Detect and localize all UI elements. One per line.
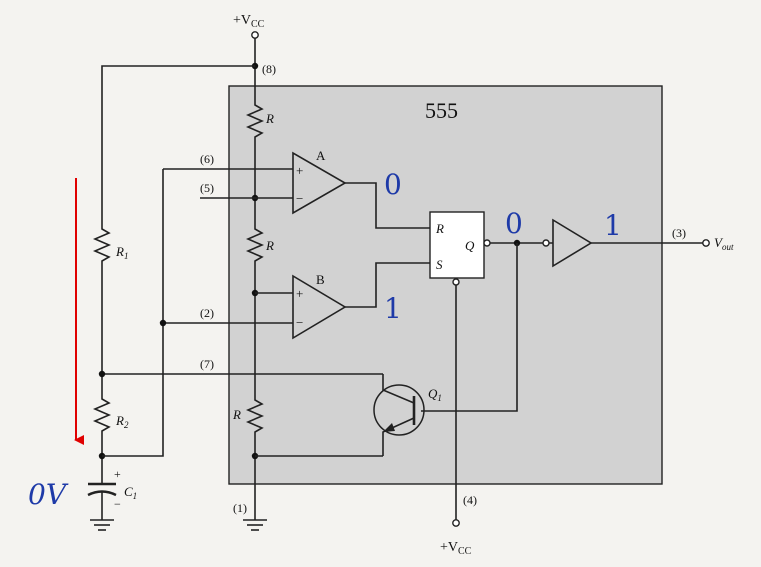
resistor-top-label: R [265,111,274,126]
resistor-r1-label: R1 [115,244,128,261]
resistor-bottom [245,395,265,436]
junction-threshold-trigger [159,319,167,327]
comparator-a-minus: − [296,191,303,206]
transistor-emitter-arrow [383,423,395,432]
capacitor-plus: + [114,467,121,481]
flip-flop-s: S [436,257,443,272]
capacitor-label: C1 [124,484,137,501]
capacitor-minus: − [114,497,121,511]
comparator-b-label: B [316,272,325,287]
ground-symbol-chip [243,519,267,531]
output-label: Vout [714,235,734,252]
pin-3-label: (3) [672,226,686,240]
pin-8-label: (8) [262,62,276,76]
comparator-b [292,274,347,340]
flip-flop-r: R [435,221,444,236]
chip-body [228,85,663,485]
resistor-r2-label: R2 [115,413,129,430]
annotation-comp-b-output: 1 [384,292,402,325]
resistor-top [245,96,265,146]
resistor-mid-label: R [265,238,274,253]
supply-top-terminal [251,31,259,39]
comparator-b-plus: + [296,286,303,301]
capacitor-c1 [87,482,117,497]
output-terminal [702,239,710,247]
inverter-bubble [542,239,550,247]
resistor-bottom-label: R [232,407,241,422]
flip-flop-reset-bubble [452,278,460,286]
resistor-r1 [92,225,112,266]
resistor-r2 [92,395,112,436]
pin-6-label: (6) [200,152,214,166]
pin-2-label: (2) [200,306,214,320]
transistor-q1 [373,384,425,436]
flip-flop [429,211,485,279]
ground-symbol-cap [90,519,114,531]
flip-flop-q: Q [465,238,475,253]
annotation-comp-a-output: 0 [384,168,402,201]
comparator-a-plus: + [296,163,303,178]
annotation-inverter-output: 1 [604,209,622,242]
annotation-q-output: 0 [505,207,523,240]
comparator-b-minus: − [296,315,303,330]
junction-r1-r2 [98,370,106,378]
chip-name: 555 [425,98,458,123]
annotation-cap-voltage: 0V [28,478,69,511]
transistor-label: Q1 [428,386,442,403]
supply-bottom-terminal [452,519,460,527]
pin-5-label: (5) [200,181,214,195]
pin-7-label: (7) [200,357,214,371]
comparator-a [292,151,347,215]
comparator-a-label: A [316,148,326,163]
resistor-mid [245,225,265,266]
output-inverter [552,218,593,268]
supply-bottom-label: +VCC [440,540,472,557]
pin-4-label: (4) [463,493,477,507]
flip-flop-q-bubble [483,239,491,247]
supply-top-label: +VCC [233,13,265,30]
pin-1-label: (1) [233,501,247,515]
